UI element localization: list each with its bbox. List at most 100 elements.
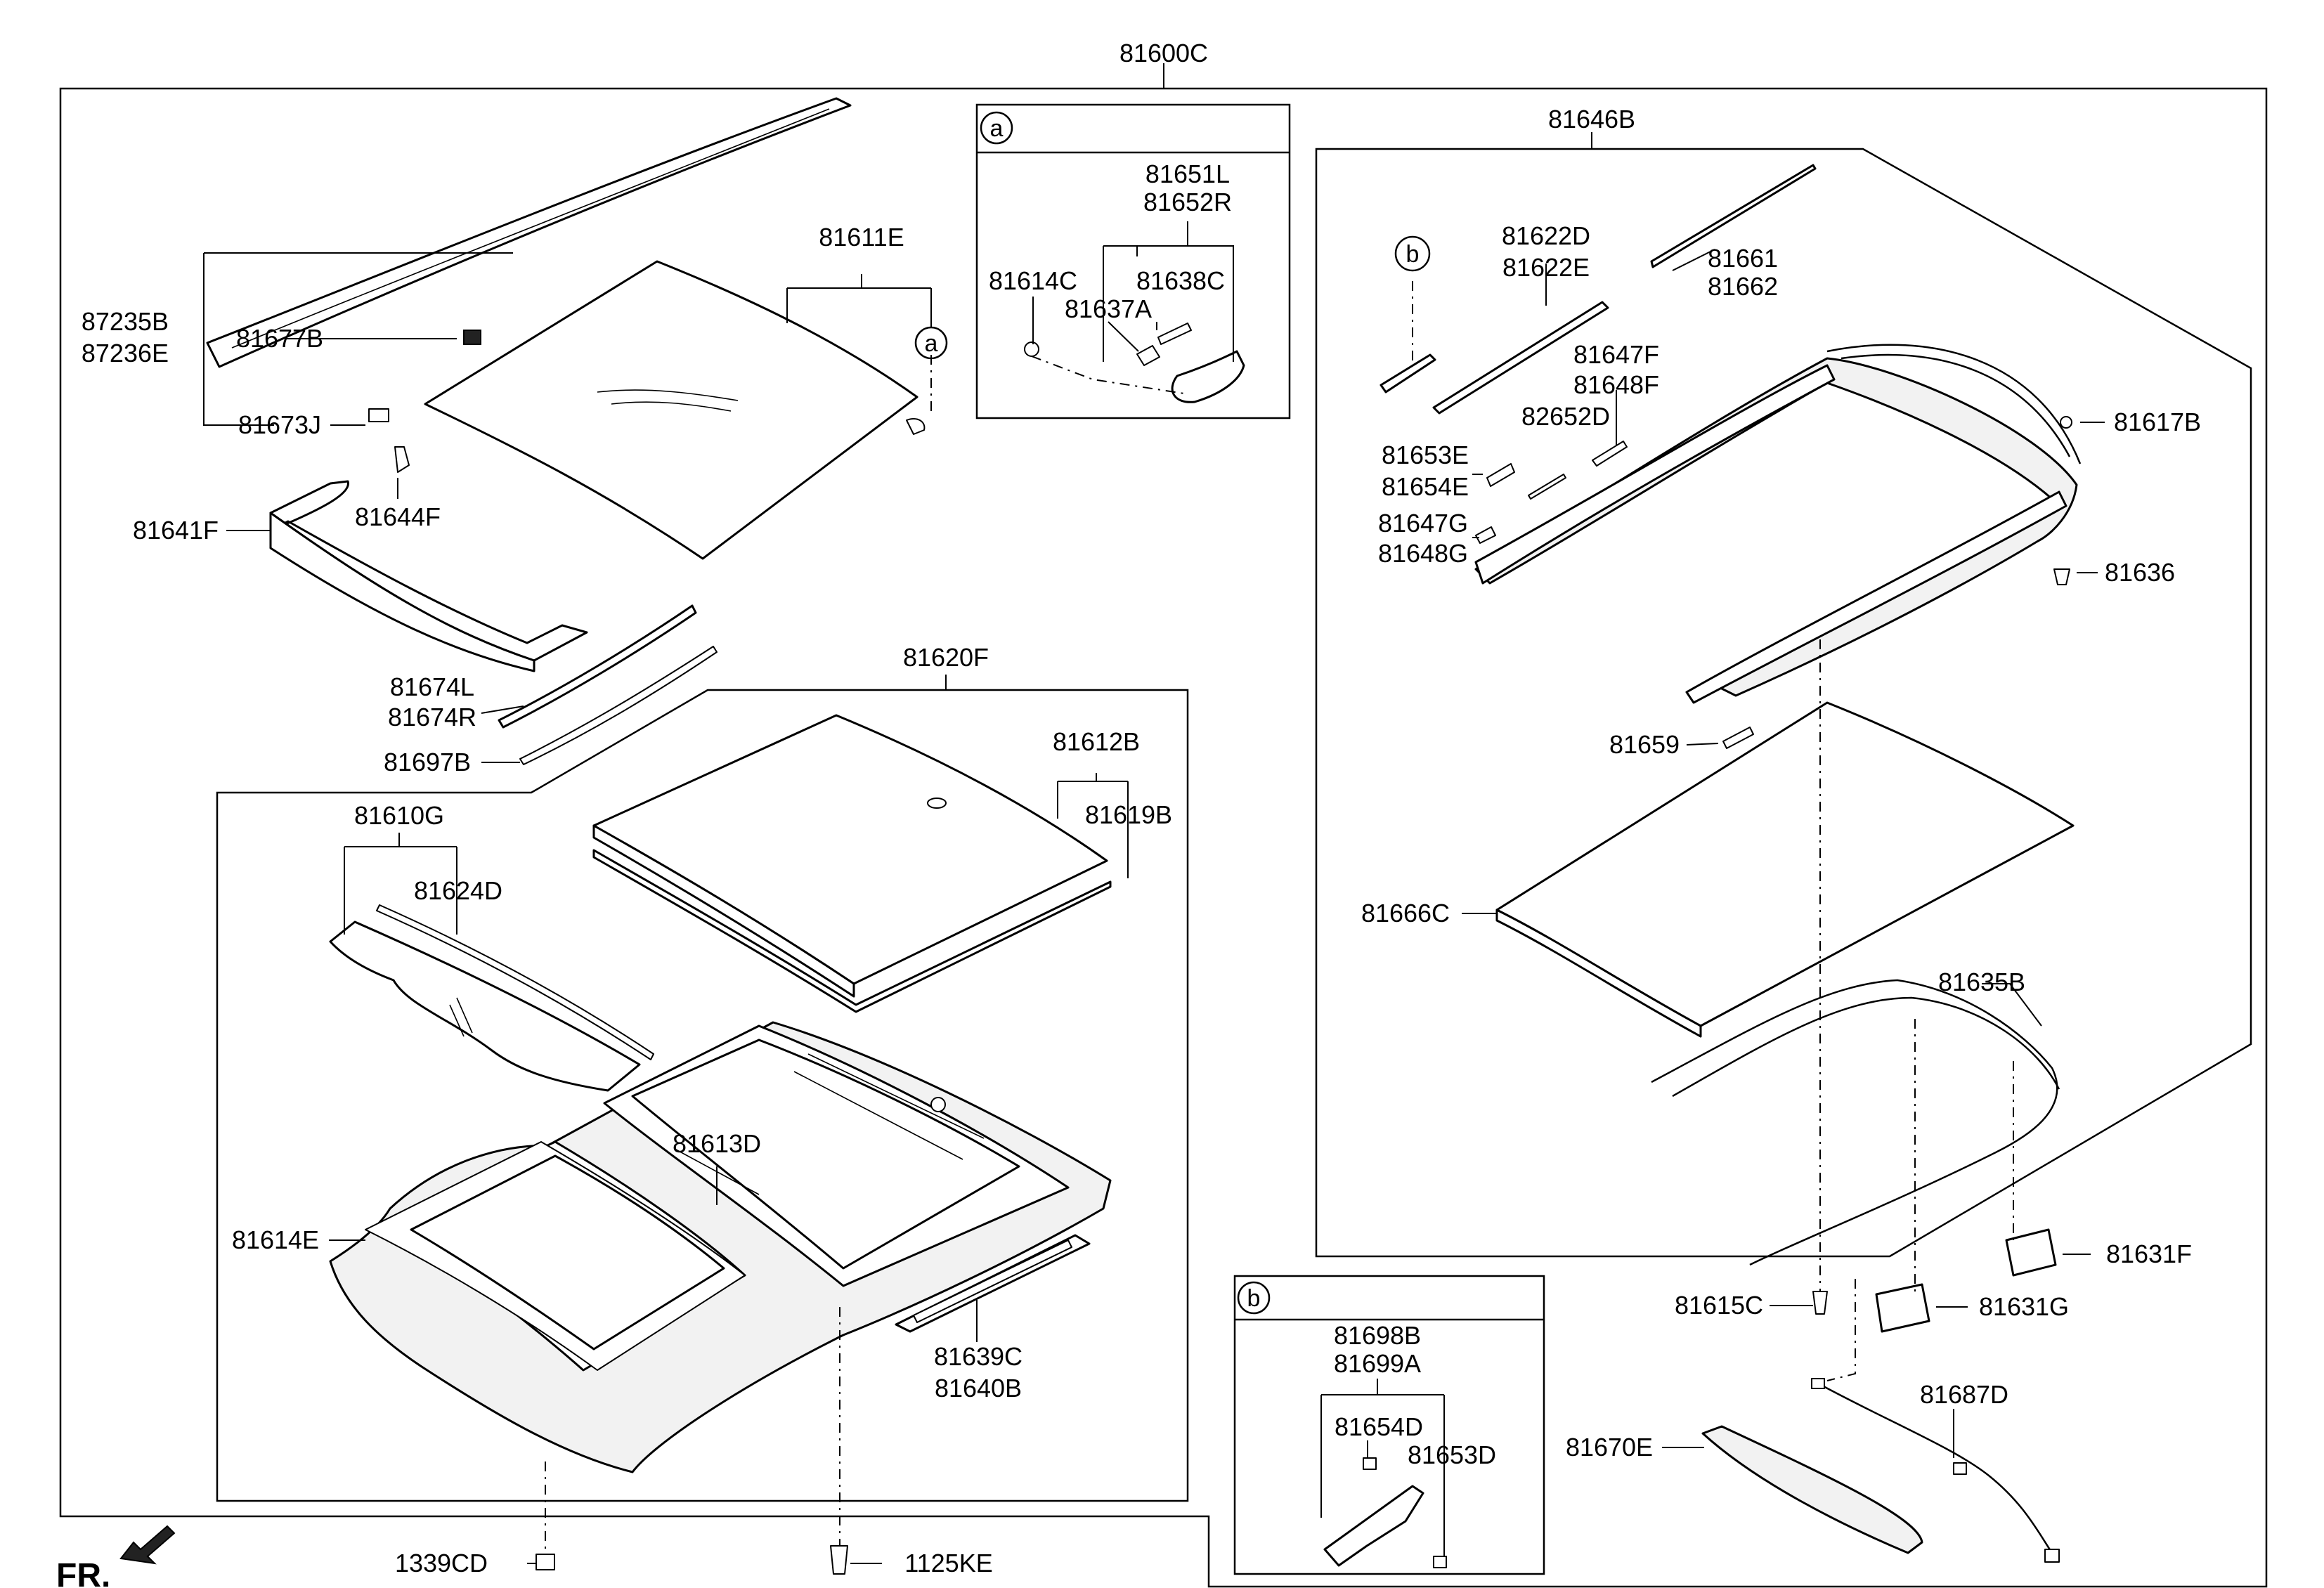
callout-circle-a: [914, 326, 948, 360]
label-81631f: 81631F: [2106, 1239, 2192, 1268]
label-81670e: 81670E: [1566, 1433, 1653, 1462]
callout-b-label: b: [1406, 241, 1420, 268]
callouts: a a b b: [914, 111, 1431, 1315]
part-81647f: [1592, 441, 1628, 467]
label-81622e: 81622E: [1502, 253, 1590, 282]
label-1339cd: 1339CD: [395, 1549, 488, 1577]
frame-group: [59, 87, 2268, 1588]
sunroof-glass-subframe: [216, 689, 1189, 1502]
front-label: FR.: [56, 1557, 110, 1588]
label-81638c: 81638C: [1136, 266, 1225, 295]
label-81600c: 81600C: [1119, 39, 1208, 67]
label-81624d: 81624D: [414, 876, 502, 905]
seal-81624d: [376, 904, 654, 1060]
label-81662: 81662: [1708, 272, 1778, 301]
label-81631g: 81631G: [1979, 1292, 2069, 1321]
label-81651l: 81651L: [1145, 160, 1230, 188]
callout-circle-a-detail: [980, 111, 1013, 145]
motor-81631g: [1875, 1283, 1930, 1333]
cable-81635b: [1651, 979, 2058, 1266]
callout-circle-b: [1394, 235, 1431, 272]
bolt-81636: [2053, 568, 2070, 585]
bracket-81698b: [1323, 1485, 1424, 1567]
label-81647g: 81647G: [1378, 509, 1468, 538]
bolt-1125ke: [830, 1545, 848, 1575]
label-81615c: 81615C: [1675, 1291, 1763, 1320]
label-81698b: 81698B: [1334, 1321, 1421, 1350]
callout-circle-b-detail: [1237, 1281, 1271, 1315]
label-81661: 81661: [1708, 244, 1778, 273]
label-82652d: 82652D: [1521, 402, 1610, 431]
left-parts: [206, 97, 926, 765]
bracket-a: [906, 417, 926, 435]
label-81639c: 81639C: [934, 1342, 1023, 1371]
label-87236e: 87236E: [82, 339, 169, 367]
detail-b-content: [1323, 1457, 1447, 1568]
rail-81661: [1650, 164, 1817, 268]
part-81653e: [1486, 463, 1515, 487]
clip-81638c: [1157, 323, 1192, 345]
right-mechanism: [1380, 164, 2082, 1563]
label-81636: 81636: [2105, 558, 2175, 587]
callout-a-detail-label: a: [990, 115, 1004, 142]
part-82652d: [1528, 474, 1566, 500]
label-81646b: 81646B: [1548, 105, 1635, 134]
harness-81687d: [1812, 1379, 2053, 1554]
label-81647f: 81647F: [1573, 340, 1659, 369]
label-81674l: 81674L: [390, 672, 474, 701]
roof-rail-part: [206, 97, 852, 368]
detail-a-box: [975, 103, 1291, 419]
label-81648g: 81648G: [1378, 539, 1468, 568]
label-81659: 81659: [1609, 730, 1680, 759]
label-81648f: 81648F: [1573, 370, 1659, 399]
clip-81644f: [394, 446, 410, 473]
bracket-b-part: [1380, 353, 1436, 393]
rear-mechanism-subframe: [1315, 148, 2252, 1258]
label-81644f: 81644F: [355, 502, 441, 531]
clip-81637a: [1136, 345, 1160, 366]
label-81622d: 81622D: [1502, 221, 1590, 250]
label-81614c: 81614C: [989, 266, 1077, 295]
label-81614e: 81614E: [232, 1225, 319, 1254]
label-81673j: 81673J: [238, 410, 321, 439]
clip-81653d: [1433, 1556, 1447, 1568]
label-81677b: 81677B: [236, 324, 323, 353]
bracket-81651l: [1171, 350, 1245, 403]
label-81674r: 81674R: [388, 703, 476, 731]
label-87235b: 87235B: [82, 307, 169, 336]
fixed-glass-81610g: [329, 920, 641, 1092]
label-1125ke: 1125KE: [904, 1549, 992, 1577]
clip-81673j: [368, 408, 389, 422]
label-81620f: 81620F: [903, 643, 989, 672]
front-arrow-icon: [119, 1525, 176, 1565]
clip-81654d: [1363, 1457, 1377, 1470]
main-assembly-frame: [59, 87, 2268, 1588]
motor-81631f: [2005, 1228, 2057, 1277]
label-81654e: 81654E: [1382, 472, 1469, 501]
detail-a-content: [1024, 323, 1245, 403]
label-81617b: 81617B: [2114, 408, 2201, 436]
glass-subassembly: [329, 714, 1112, 1575]
label-81610g: 81610G: [354, 801, 444, 830]
glass-81612b: [592, 714, 1108, 985]
seal-81619b: [592, 849, 1112, 1013]
part-81659: [1722, 727, 1754, 749]
guide-81622d: [1432, 301, 1609, 415]
label-81611e: 81611E: [819, 223, 904, 252]
leader-lines: [203, 63, 2105, 1564]
detail-b-box: [1233, 1275, 1545, 1575]
label-81637a: 81637A: [1065, 294, 1152, 323]
bolt-81615c: [1812, 1291, 1828, 1315]
label-81635b: 81635B: [1938, 968, 2025, 996]
label-81666c: 81666C: [1361, 899, 1450, 928]
part-labels: 81600C 81646B 81651L 81652R 81614C 81638…: [82, 39, 2201, 1577]
label-81699a: 81699A: [1334, 1349, 1421, 1378]
trim-81697b: [519, 646, 718, 765]
clip-81614c: [1024, 341, 1039, 357]
callout-a-label: a: [925, 330, 938, 357]
label-81612b: 81612B: [1053, 727, 1140, 756]
callout-b-detail-label: b: [1247, 1285, 1261, 1312]
label-81641f: 81641F: [133, 516, 219, 545]
cover-81670e: [1701, 1425, 1923, 1554]
front-indicator: FR.: [56, 1525, 176, 1588]
